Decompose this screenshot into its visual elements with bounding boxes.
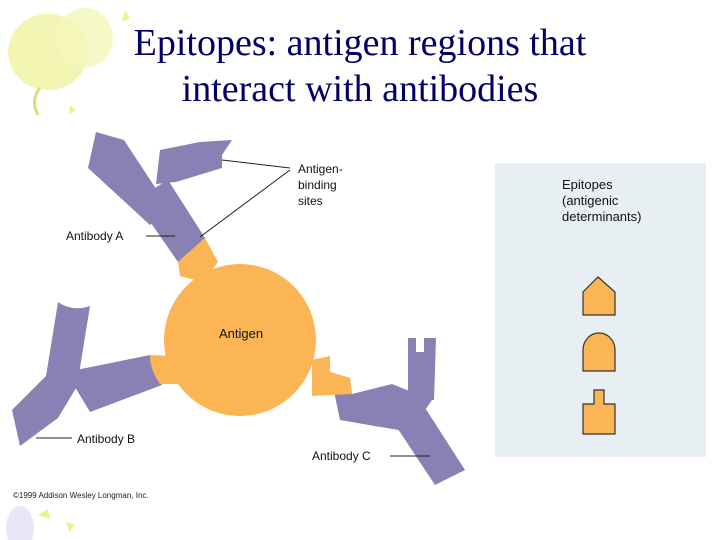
balloon-sparkle	[66, 522, 74, 533]
antigen-shape	[150, 238, 352, 416]
antibody-c-shape	[330, 338, 465, 485]
antibody-a-shape	[88, 132, 232, 262]
label-antibody-a: Antibody A	[66, 229, 123, 243]
balloon-shape	[57, 8, 113, 68]
slide-title-line-1: Epitopes: antigen regions that	[133, 22, 587, 64]
legend-title-line-1: Epitopes	[562, 177, 613, 192]
antigen-binding-pointer-1	[221, 159, 291, 169]
antibody-a-right-arm	[156, 140, 232, 184]
antigen-epitope-top	[178, 238, 218, 282]
antibody-b-shape	[12, 302, 162, 446]
epitope-rounded-icon	[582, 332, 616, 372]
label-antibody-b: Antibody B	[77, 432, 135, 446]
slide-title-line-2: interact with antibodies	[181, 68, 539, 110]
balloon-sparkle	[69, 105, 76, 115]
antigen-body	[164, 264, 316, 416]
slide-title: Epitopes: antigen regions that interact …	[60, 20, 660, 112]
balloon-string	[33, 87, 42, 116]
antigen-epitope-left	[150, 355, 180, 384]
antibody-c-upper-arm	[408, 338, 436, 400]
epitope-pointed-icon	[582, 276, 616, 316]
antigen-epitope-right	[312, 356, 352, 396]
label-antigen-binding-line-3: sites	[298, 194, 323, 208]
epitope-stepped-icon	[582, 389, 616, 435]
legend-title-line-2: (antigenic	[562, 193, 619, 208]
label-antigen-binding-line-2: binding	[298, 178, 337, 192]
label-antibody-c: Antibody C	[312, 449, 371, 463]
balloon-sparkle	[38, 509, 50, 519]
antigen-binding-pointer-2	[199, 169, 291, 238]
antibody-b-arm	[46, 302, 90, 380]
balloon-shape	[6, 506, 34, 540]
label-antigen: Antigen	[219, 326, 263, 341]
antibody-c-stem	[392, 400, 465, 485]
label-antigen-binding-line-1: Antigen-	[298, 162, 343, 176]
copyright-notice: ©1999 Addison Wesley Longman, Inc.	[13, 491, 149, 500]
antibody-b-lower-arm	[66, 355, 162, 412]
legend-title-line-3: determinants)	[562, 209, 641, 224]
antibody-b-stem	[12, 372, 82, 446]
balloon-sparkle	[122, 10, 130, 22]
antibody-a-stem	[135, 180, 205, 262]
